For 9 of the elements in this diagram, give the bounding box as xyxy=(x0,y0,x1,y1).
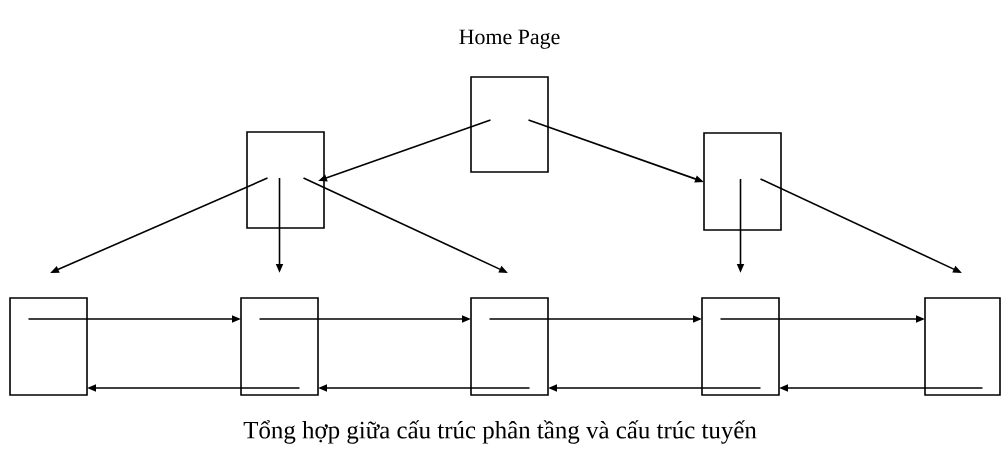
page-title: Home Page xyxy=(459,29,560,49)
page-box xyxy=(9,297,88,396)
page-box xyxy=(470,297,549,396)
page-box xyxy=(240,297,319,396)
page-box xyxy=(701,297,780,396)
page-box xyxy=(924,297,1001,396)
page-box xyxy=(703,132,782,231)
caption: Tổng hợp giữa cấu trúc phân tầng và cấu trúc tuyến xyxy=(243,420,757,444)
page-box xyxy=(246,131,325,229)
